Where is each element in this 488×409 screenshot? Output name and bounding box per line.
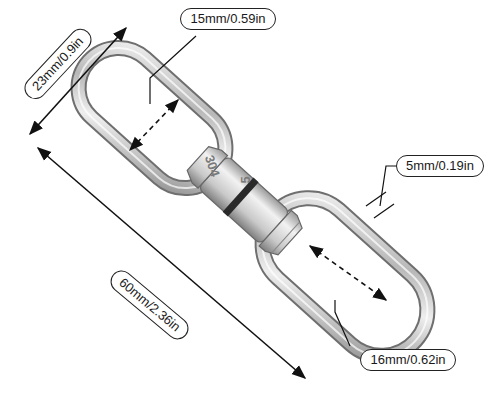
- dashed-dimension-arrow: [310, 246, 386, 300]
- leader-line: [380, 166, 398, 206]
- dimension-label: 16mm/0.62in: [360, 349, 455, 371]
- leader-line: [335, 300, 350, 346]
- hex-nut: [183, 142, 227, 188]
- hex-nut: [259, 210, 306, 259]
- thickness-tick: [366, 192, 386, 206]
- swivel-barrel: [182, 141, 306, 260]
- stamped-marking: 5: [239, 176, 253, 183]
- nut-edge: [272, 223, 299, 253]
- leader-line: [150, 36, 196, 104]
- dimension-label: 15mm/0.59in: [180, 8, 275, 30]
- dashed-dimension-arrow: [130, 100, 178, 150]
- thickness-tick: [374, 204, 394, 218]
- dimension-label: 60mm/2.36in: [106, 266, 193, 344]
- dimension-label: 5mm/0.19in: [396, 155, 484, 177]
- dimension-arrow: [38, 148, 305, 378]
